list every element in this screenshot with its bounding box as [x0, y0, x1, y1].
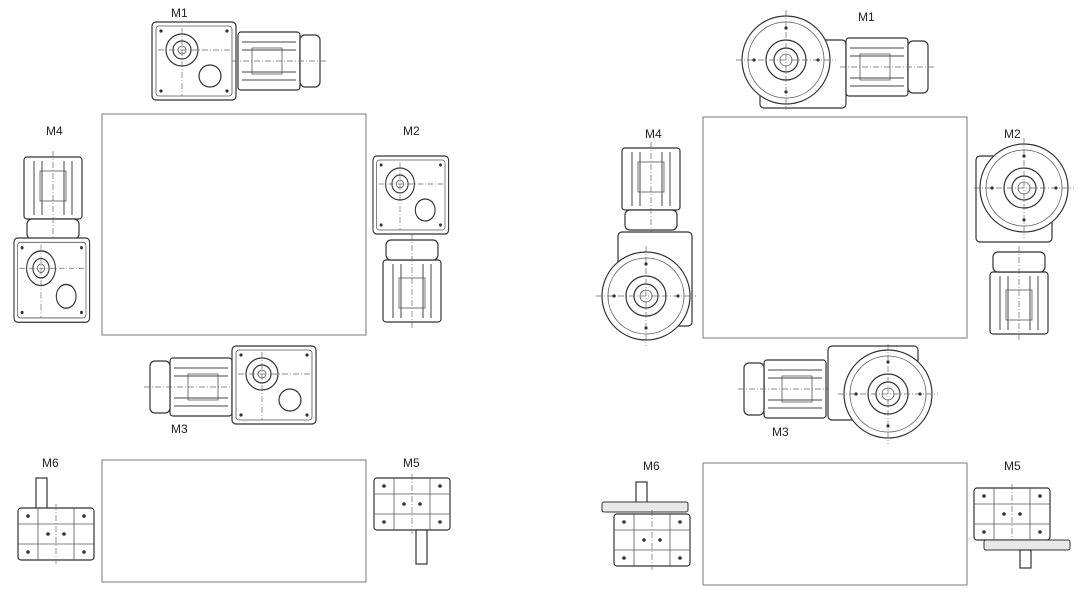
- label-m4-right: M4: [645, 127, 662, 141]
- right-mount-frame-upper: [702, 116, 968, 339]
- left-mount-frame-upper: [101, 113, 367, 336]
- left-m3-gearmotor: [141, 345, 317, 425]
- label-m5-right: M5: [1004, 459, 1021, 473]
- right-m6-gearbox: [601, 481, 691, 571]
- label-m2-left: M2: [403, 124, 420, 138]
- label-m5-left: M5: [403, 456, 420, 470]
- left-m1-gearmotor: [151, 21, 329, 101]
- label-m1-left: M1: [171, 6, 188, 20]
- right-m1-gearmotor: [735, 9, 937, 111]
- right-m4-gearmotor: [595, 141, 697, 347]
- left-mount-frame-lower: [101, 459, 367, 583]
- label-m1-right: M1: [858, 10, 875, 24]
- label-m6-left: M6: [42, 456, 59, 470]
- left-m6-gearbox: [17, 477, 95, 565]
- label-m6-right: M6: [643, 459, 660, 473]
- right-m2-gearmotor: [973, 137, 1075, 341]
- label-m4-left: M4: [46, 124, 63, 138]
- label-m3-right: M3: [772, 425, 789, 439]
- left-m2-gearmotor: [372, 155, 450, 329]
- right-m5-gearbox: [973, 483, 1071, 569]
- right-mount-frame-lower: [702, 462, 968, 586]
- label-m3-left: M3: [171, 422, 188, 436]
- left-m5-gearbox: [373, 473, 451, 565]
- label-m2-right: M2: [1004, 127, 1021, 141]
- left-m4-gearmotor: [13, 150, 91, 323]
- right-m3-gearmotor: [735, 343, 939, 445]
